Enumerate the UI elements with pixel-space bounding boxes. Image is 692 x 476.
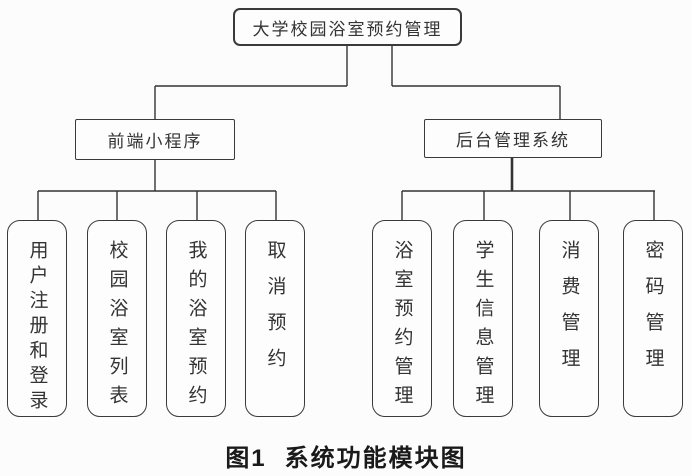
node-root: 大学校园浴室预约管理 — [233, 8, 462, 46]
node-campus-bathroom-list: 校园浴室列表 — [87, 220, 147, 417]
leaf-label: 学生信息管理 — [472, 240, 494, 414]
leaf-label: 我的浴室预约 — [185, 240, 207, 414]
leaf-label: 取消预约 — [264, 240, 286, 384]
node-password-management: 密码管理 — [623, 220, 683, 417]
figure-caption-number: 图1 — [225, 445, 267, 472]
leaf-label: 用户注册和登录 — [26, 240, 48, 415]
node-my-bathroom-reservation: 我的浴室预约 — [166, 220, 226, 417]
figure-caption-title: 系统功能模块图 — [284, 445, 467, 472]
figure-caption: 图1 系统功能模块图 — [0, 438, 692, 473]
leaf-label: 校园浴室列表 — [106, 240, 128, 414]
node-cancel-reservation: 取消预约 — [245, 220, 305, 417]
node-backend-label: 后台管理系统 — [456, 131, 570, 150]
node-user-register-login: 用户注册和登录 — [7, 220, 67, 417]
node-frontend-miniprogram: 前端小程序 — [75, 119, 235, 160]
leaf-label: 密码管理 — [642, 240, 664, 384]
node-backend-management: 后台管理系统 — [424, 119, 602, 158]
node-bathroom-reservation-management: 浴室预约管理 — [372, 220, 432, 417]
node-root-label: 大学校园浴室预约管理 — [252, 19, 443, 39]
node-consumption-management: 消费管理 — [539, 220, 599, 417]
node-frontend-label: 前端小程序 — [107, 132, 203, 151]
leaf-label: 浴室预约管理 — [391, 240, 413, 414]
leaf-label: 消费管理 — [558, 240, 580, 384]
node-student-info-management: 学生信息管理 — [453, 220, 513, 417]
